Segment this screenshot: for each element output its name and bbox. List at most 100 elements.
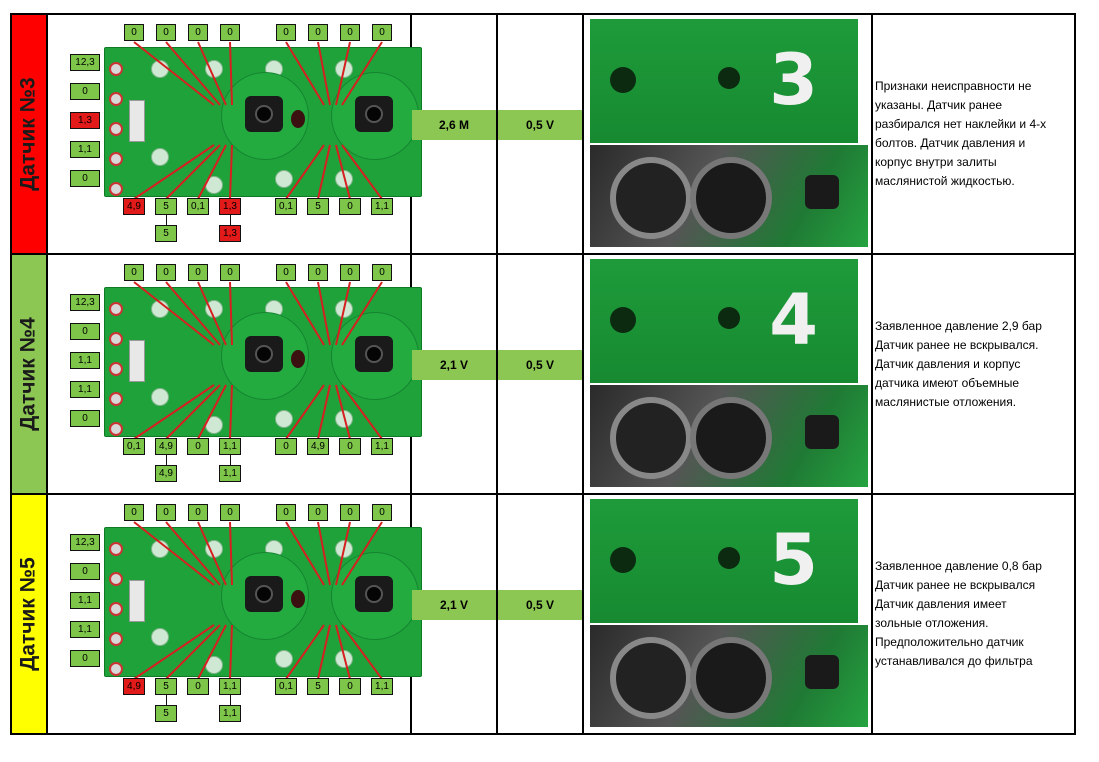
below-pin-value: 1,1 bbox=[219, 705, 241, 722]
sensor-port bbox=[365, 345, 383, 363]
arrow bbox=[285, 41, 325, 106]
photo-hole bbox=[718, 67, 740, 89]
left-pin-value: 1,1 bbox=[70, 141, 100, 158]
bottom-pin-value: 0,1 bbox=[123, 438, 145, 455]
sensor-port bbox=[255, 105, 273, 123]
mounting-hole bbox=[275, 410, 293, 428]
bottom-pin-value: 1,3 bbox=[219, 198, 241, 215]
description-line: зольные отложения. bbox=[875, 616, 989, 630]
top-pin-value: 0 bbox=[276, 24, 296, 41]
bottom-pin-value: 5 bbox=[307, 678, 329, 695]
pcb-pad bbox=[109, 62, 123, 76]
arrow bbox=[285, 624, 325, 680]
sensor-port bbox=[255, 585, 273, 603]
left-pin-value: 12,3 bbox=[70, 54, 100, 71]
sensor-label-cell: Датчик №4 bbox=[12, 255, 46, 493]
description-line: Признаки неисправности не bbox=[875, 79, 1032, 93]
top-pin-value: 0 bbox=[156, 504, 176, 521]
measurement-arrows bbox=[133, 521, 383, 680]
below-pin-value: 1,1 bbox=[219, 465, 241, 482]
sensor-closeup bbox=[805, 655, 839, 689]
description-line: корпус внутри залиты bbox=[875, 155, 997, 169]
connector-line bbox=[166, 695, 167, 705]
mounting-hole bbox=[151, 628, 169, 646]
diode bbox=[291, 110, 305, 128]
arrow bbox=[165, 281, 221, 346]
sensor-closeup bbox=[805, 175, 839, 209]
arrow bbox=[165, 41, 221, 106]
left-pin-value: 1,1 bbox=[70, 381, 100, 398]
top-pin-value: 0 bbox=[276, 504, 296, 521]
pcb-pad bbox=[109, 632, 123, 646]
photo-hole bbox=[718, 547, 740, 569]
photo-hole bbox=[610, 67, 636, 93]
pcb-pad bbox=[109, 572, 123, 586]
arrow bbox=[229, 281, 233, 346]
arrow bbox=[335, 41, 351, 106]
left-pin-value: 1,3 bbox=[70, 112, 100, 129]
top-pin-value: 0 bbox=[308, 504, 328, 521]
connector-line bbox=[166, 455, 167, 465]
arrow bbox=[165, 384, 221, 440]
pcb-photo-top: 4 bbox=[590, 259, 858, 383]
value-1-band: 2,6 M bbox=[412, 110, 496, 140]
top-pin-value: 0 bbox=[220, 24, 240, 41]
bottom-pin-value: 0,1 bbox=[275, 198, 297, 215]
arrow bbox=[133, 521, 215, 586]
connector-line bbox=[230, 695, 231, 705]
description-line: болтов. Датчик давления и bbox=[875, 136, 1026, 150]
bottom-pin-value: 1,1 bbox=[371, 438, 393, 455]
value-1-band: 2,1 V bbox=[412, 590, 496, 620]
bottom-pin-value: 4,9 bbox=[307, 438, 329, 455]
photo-number-mark: 5 bbox=[769, 519, 818, 601]
mounting-hole bbox=[151, 148, 169, 166]
arrow bbox=[229, 521, 233, 586]
sensor-label: Датчик №3 bbox=[17, 77, 40, 191]
description-line: Заявленное давление 2,9 бар bbox=[875, 319, 1042, 333]
arrow bbox=[285, 521, 325, 586]
bottom-pin-value: 1,1 bbox=[371, 678, 393, 695]
row-divider bbox=[10, 253, 1076, 255]
arrow bbox=[197, 41, 227, 106]
top-pin-value: 0 bbox=[340, 24, 360, 41]
pcb-pad bbox=[109, 542, 123, 556]
description-line: Заявленное давление 0,8 бар bbox=[875, 559, 1042, 573]
value-2-band: 0,5 V bbox=[498, 350, 582, 380]
top-pin-value: 0 bbox=[276, 264, 296, 281]
bottom-pin-value: 1,1 bbox=[219, 678, 241, 695]
top-pin-value: 0 bbox=[220, 264, 240, 281]
pcb-pad bbox=[109, 392, 123, 406]
housing-port bbox=[690, 397, 772, 479]
mounting-hole bbox=[275, 170, 293, 188]
arrow bbox=[341, 281, 383, 346]
pcb-pad bbox=[109, 152, 123, 166]
photo-hole bbox=[610, 547, 636, 573]
bottom-pin-value: 4,9 bbox=[155, 438, 177, 455]
housing-port bbox=[610, 157, 692, 239]
left-pin-value: 0 bbox=[70, 650, 100, 667]
pcb-photo-top: 3 bbox=[590, 19, 858, 143]
pcb-pad bbox=[109, 422, 123, 436]
below-pin-value: 4,9 bbox=[155, 465, 177, 482]
description-line: маслянистые отложения. bbox=[875, 395, 1017, 409]
resistor bbox=[129, 580, 145, 622]
arrow bbox=[341, 624, 383, 680]
top-pin-value: 0 bbox=[372, 24, 392, 41]
connector-line bbox=[230, 215, 231, 225]
top-pin-value: 0 bbox=[156, 264, 176, 281]
col-divider bbox=[496, 13, 498, 735]
arrow bbox=[335, 624, 351, 680]
below-pin-value: 5 bbox=[155, 225, 177, 242]
arrow bbox=[229, 41, 233, 106]
top-pin-value: 0 bbox=[372, 264, 392, 281]
arrow bbox=[341, 521, 383, 586]
description-line: разбирался нет наклейки и 4-х bbox=[875, 117, 1047, 131]
sensor-label-cell: Датчик №3 bbox=[12, 15, 46, 253]
description-line: Предположительно датчик bbox=[875, 635, 1024, 649]
top-pin-value: 0 bbox=[340, 264, 360, 281]
left-pin-value: 0 bbox=[70, 170, 100, 187]
arrow bbox=[165, 521, 221, 586]
